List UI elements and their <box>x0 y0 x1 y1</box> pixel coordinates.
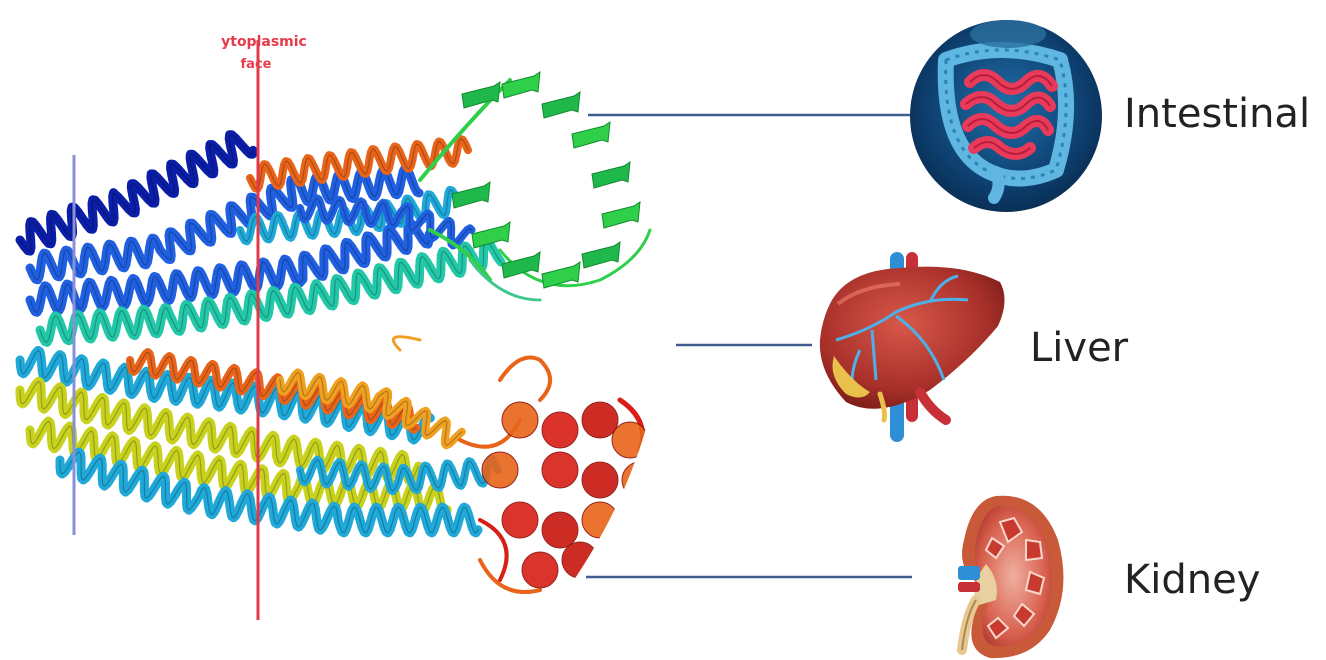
protein-domain-blob <box>482 452 518 488</box>
kidney-icon <box>958 496 1063 658</box>
protein-domain-blob <box>582 402 618 438</box>
protein-domain-blob <box>562 542 598 578</box>
protein-domain-blob <box>582 502 618 538</box>
liver-icon <box>820 252 1005 442</box>
protein-structure <box>0 0 700 660</box>
protein-domain-blob <box>582 462 618 498</box>
protein-domain-blob <box>542 412 578 448</box>
organ-label-kidney: Kidney <box>1124 560 1260 600</box>
membrane-face-label-line2: face <box>241 57 272 72</box>
protein-domain-blob <box>502 502 538 538</box>
protein-domain-blob <box>612 422 648 458</box>
protein-domain-blob <box>622 462 658 498</box>
protein-domain-blob <box>522 552 558 588</box>
membrane-face-label-line1: ytoplasmic <box>221 34 307 50</box>
protein-domain-blob <box>502 402 538 438</box>
organ-label-intestinal: Intestinal <box>1124 94 1310 134</box>
protein-domain-blob <box>542 452 578 488</box>
organ-label-liver: Liver <box>1030 328 1128 368</box>
protein-domain-blob <box>542 512 578 548</box>
intestine-icon <box>910 20 1102 212</box>
